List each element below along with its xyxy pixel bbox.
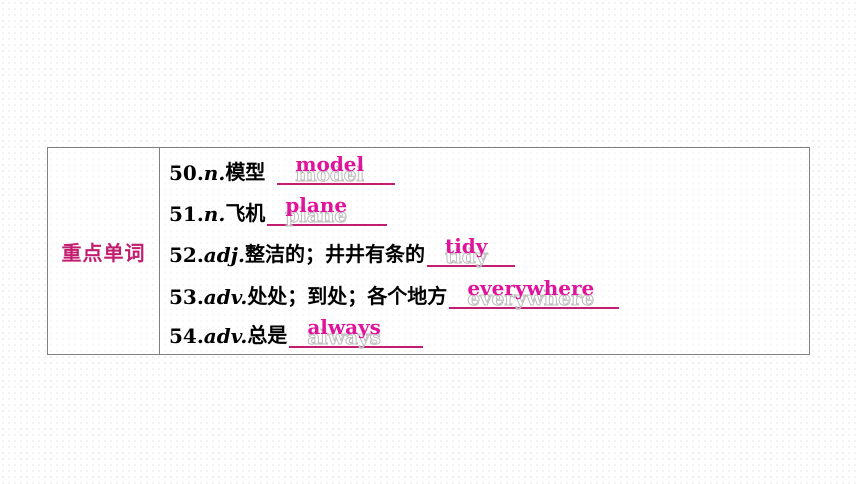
answer-blank[interactable]: always always (289, 315, 424, 350)
vocab-row-53: 53. adv. 处处；到处；各个地方 everywhere everywher… (169, 275, 620, 311)
answer-blank[interactable]: plane plane (267, 193, 388, 228)
item-meaning: 飞机 (225, 201, 266, 225)
vocab-row-51: 51. n. 飞机 plane plane (169, 192, 388, 228)
vocab-row-52: 52. adj. 整洁的；井井有条的 tidy tidy (169, 233, 515, 269)
items-cell: 50. n. 模型 model model 51. n. 飞机 plane pl… (160, 148, 809, 354)
part-of-speech: adj. (203, 243, 245, 267)
answer-text: model (295, 152, 365, 176)
item-number: 50. (169, 161, 204, 185)
part-of-speech: n. (203, 202, 226, 226)
item-number: 54. (169, 324, 204, 348)
category-label: 重点单词 (61, 240, 146, 265)
answer-text: everywhere (467, 276, 595, 300)
answer-text: always (307, 315, 381, 339)
answer-ghost-text: plane (285, 203, 348, 228)
vocab-row-50: 50. n. 模型 model model (169, 151, 396, 187)
answer-ghost-text: model (295, 162, 365, 187)
item-number: 53. (169, 285, 204, 309)
category-cell: 重点单词 (48, 148, 160, 354)
item-meaning: 模型 (225, 160, 266, 184)
answer-ghost-text: always (307, 325, 382, 350)
answer-ghost-text: tidy (444, 244, 488, 269)
answer-text: plane (285, 193, 348, 217)
vocab-table: 重点单词 50. n. 模型 model model 51. n. 飞机 pla… (47, 147, 810, 355)
answer-blank[interactable]: everywhere everywhere (449, 276, 620, 311)
vocab-row-54: 54. adv. 总是 always always (169, 314, 424, 350)
item-number: 52. (169, 243, 204, 267)
part-of-speech: adv. (203, 324, 248, 348)
part-of-speech: adv. (203, 285, 248, 309)
answer-text: tidy (444, 234, 488, 258)
item-meaning: 处处；到处；各个地方 (247, 284, 448, 308)
answer-ghost-text: everywhere (467, 286, 595, 311)
answer-blank[interactable]: tidy tidy (426, 234, 515, 269)
item-meaning: 整洁的；井井有条的 (244, 242, 425, 266)
item-meaning: 总是 (247, 323, 288, 347)
answer-blank[interactable]: model model (277, 152, 396, 187)
part-of-speech: n. (203, 161, 226, 185)
item-number: 51. (169, 202, 204, 226)
